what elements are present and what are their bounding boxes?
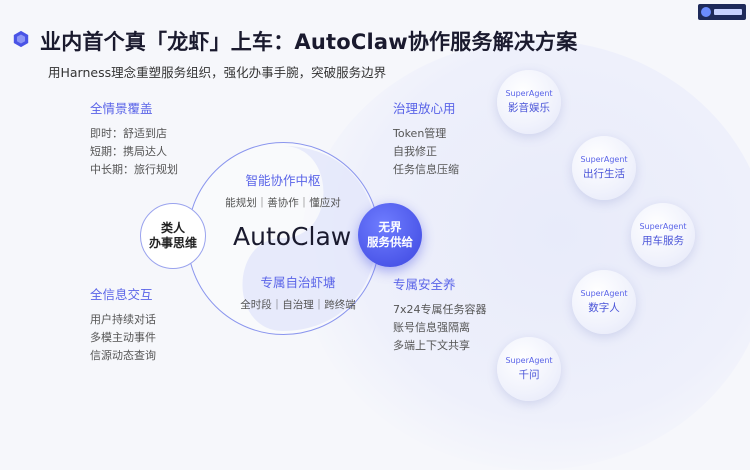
center-label: AutoClaw — [233, 222, 352, 251]
shrimp-pond-sub: 全时段｜自治理｜跨终端 — [240, 299, 356, 311]
human-thinking-node: 类人 办事思维 — [140, 203, 206, 269]
block-security: 专属安全养 7x24专属任务容器 账号信息强隔离 多端上下文共享 — [393, 274, 487, 355]
block-line: 多模主动事件 — [90, 331, 156, 344]
shrimp-pond: 专属自治虾塘 全时段｜自治理｜跨终端 — [238, 272, 358, 312]
shrimp-pond-heading: 专属自治虾塘 — [260, 275, 336, 290]
hexagon-icon — [13, 30, 29, 48]
superagent-node: SuperAgent 千问 — [497, 337, 561, 401]
human-line1: 类人 — [160, 221, 185, 235]
agent-tag: SuperAgent — [580, 289, 628, 298]
agent-name: 用车服务 — [642, 235, 684, 247]
logo-mark-icon — [701, 7, 711, 17]
block-line: 自我修正 — [393, 145, 437, 158]
human-line2: 办事思维 — [148, 236, 197, 250]
block-heading: 专属安全养 — [393, 277, 456, 292]
block-line: 7x24专属任务容器 — [393, 303, 487, 316]
collab-hub-sub: 能规划｜善协作｜懂应对 — [225, 197, 341, 209]
superagent-node: SuperAgent 影音娱乐 — [497, 70, 561, 134]
swirl-shape — [242, 146, 376, 331]
block-governance: 治理放心用 Token管理 自我修正 任务信息压缩 — [393, 98, 459, 179]
agent-tag: SuperAgent — [639, 222, 687, 231]
agent-name: 千问 — [518, 369, 540, 381]
block-scenario-coverage: 全情景覆盖 即时：舒适到店 短期：携局达人 中长期：旅行规划 — [90, 98, 178, 179]
service-line1: 无界 — [378, 220, 402, 234]
agent-name: 出行生活 — [583, 168, 625, 180]
block-heading: 全情景覆盖 — [90, 101, 153, 116]
superagent-node: SuperAgent 用车服务 — [631, 203, 695, 267]
logo-wordmark — [714, 9, 742, 15]
block-line: 任务信息压缩 — [393, 163, 459, 176]
block-info-interaction: 全信息交互 用户持续对话 多模主动事件 信源动态查询 — [90, 284, 156, 365]
page-subtitle: 用Harness理念重塑服务组织，强化办事手腕，突破服务边界 — [48, 65, 387, 80]
service-line2: 服务供给 — [367, 235, 413, 249]
agent-tag: SuperAgent — [505, 89, 553, 98]
block-line: 即时：舒适到店 — [90, 127, 167, 140]
service-supply-node: 无界 服务供给 — [358, 203, 422, 267]
block-line: Token管理 — [393, 127, 447, 140]
block-heading: 全信息交互 — [90, 287, 153, 302]
block-line: 账号信息强隔离 — [393, 321, 470, 334]
superagent-node: SuperAgent 数字人 — [572, 270, 636, 334]
agent-name: 数字人 — [588, 302, 620, 314]
collab-hub-heading: 智能协作中枢 — [245, 173, 321, 188]
block-line: 用户持续对话 — [90, 313, 156, 326]
block-line: 多端上下文共享 — [393, 339, 470, 352]
block-heading: 治理放心用 — [393, 101, 456, 116]
agent-tag: SuperAgent — [505, 356, 553, 365]
agent-name: 影音娱乐 — [508, 102, 550, 114]
page-title: 业内首个真「龙虾」上车：AutoClaw协作服务解决方案 — [40, 30, 578, 54]
superagent-node: SuperAgent 出行生活 — [572, 136, 636, 200]
block-line: 信源动态查询 — [90, 349, 156, 362]
agent-tag: SuperAgent — [580, 155, 628, 164]
block-line: 短期：携局达人 — [90, 145, 167, 158]
corner-logo — [698, 4, 746, 20]
block-line: 中长期：旅行规划 — [90, 163, 178, 176]
collab-hub: 智能协作中枢 能规划｜善协作｜懂应对 — [223, 170, 343, 210]
